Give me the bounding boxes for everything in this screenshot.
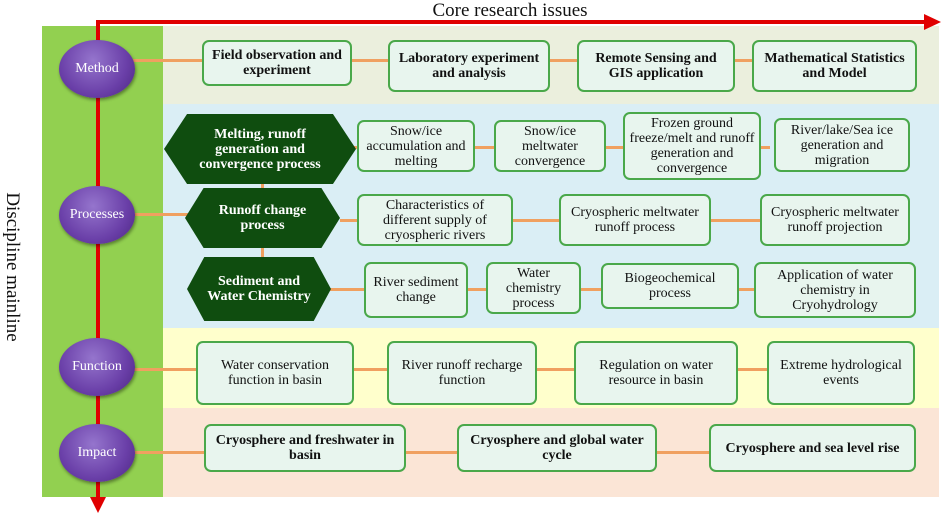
process-box: River sediment change <box>364 262 468 318</box>
process-box: Cryospheric meltwater runoff projection <box>760 194 910 246</box>
process-box: Frozen ground freeze/melt and runoff gen… <box>623 112 761 180</box>
sediment-water-chemistry-hexagon: Sediment and Water Chemistry <box>187 257 331 321</box>
process-box: Cryospheric meltwater runoff process <box>559 194 711 246</box>
impact-node: Impact <box>59 424 135 482</box>
method-node: Method <box>59 40 135 98</box>
melting-process-hexagon: Melting, runoff generation and convergen… <box>164 114 356 184</box>
method-box: Remote Sensing and GIS application <box>577 40 735 92</box>
function-node: Function <box>59 338 135 396</box>
impact-box: Cryosphere and sea level rise <box>709 424 916 472</box>
impact-box: Cryosphere and global water cycle <box>457 424 657 472</box>
label-column <box>42 26 163 497</box>
function-box: Extreme hydrological events <box>767 341 915 405</box>
processes-node: Processes <box>59 186 135 244</box>
method-box: Mathematical Statistics and Model <box>752 40 917 92</box>
processes-connector-left <box>115 213 215 216</box>
method-box: Laboratory experiment and analysis <box>388 40 550 92</box>
function-box: Water conservation function in basin <box>196 341 354 405</box>
runoff-change-hexagon: Runoff change process <box>185 188 340 248</box>
process-box: Biogeochemical process <box>601 263 739 309</box>
right-arrowhead <box>924 14 941 30</box>
process-box: Snow/ice meltwater convergence <box>494 120 606 172</box>
process-box: River/lake/Sea ice generation and migrat… <box>774 118 910 172</box>
vertical-axis-arrow <box>96 20 100 500</box>
process-box: Application of water chemistry in Cryohy… <box>754 262 916 318</box>
process-box: Water chemistry process <box>486 262 581 314</box>
function-box: Regulation on water resource in basin <box>574 341 738 405</box>
horizontal-axis-arrow <box>100 20 926 24</box>
method-box: Field observation and experiment <box>202 40 352 86</box>
core-research-issues-label: Core research issues <box>432 0 588 21</box>
function-box: River runoff recharge function <box>387 341 537 405</box>
process-box: Snow/ice accumulation and melting <box>357 120 475 172</box>
down-arrowhead <box>90 497 106 513</box>
impact-box: Cryosphere and freshwater in basin <box>204 424 406 472</box>
runoff-connector <box>340 219 770 222</box>
process-box: Characteristics of different supply of c… <box>357 194 513 246</box>
